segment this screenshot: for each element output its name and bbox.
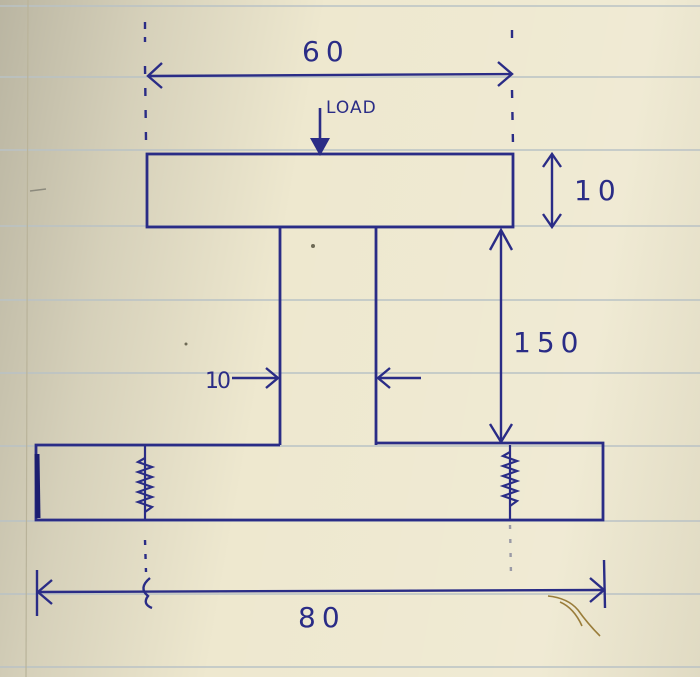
pencil-scribble [547, 595, 601, 637]
paper-speck [184, 342, 188, 346]
bottom-width-dimension [35, 524, 607, 616]
bottom-width-label: 80 [298, 601, 346, 634]
top-width-dimension [143, 22, 515, 146]
web-height-dimension [488, 227, 514, 445]
top-thickness-label: 10 [574, 174, 622, 207]
web-thickness-dimension [232, 367, 421, 389]
paper-mark [29, 188, 47, 192]
top-thickness-dimension [542, 151, 562, 230]
bottom-flange-left-edge-mark [34, 453, 41, 519]
web-thickness-label: 10 [205, 369, 230, 394]
load-label: LOAD [326, 98, 377, 118]
web-height-label: 150 [513, 326, 584, 359]
top-flange [145, 152, 515, 229]
paper-speck [311, 244, 315, 248]
bottom-flange [34, 441, 605, 522]
web [278, 227, 378, 445]
load-arrow-icon [310, 108, 330, 156]
weld-lines [134, 445, 521, 520]
margin-line [25, 0, 29, 677]
top-width-label: 60 [302, 35, 350, 68]
